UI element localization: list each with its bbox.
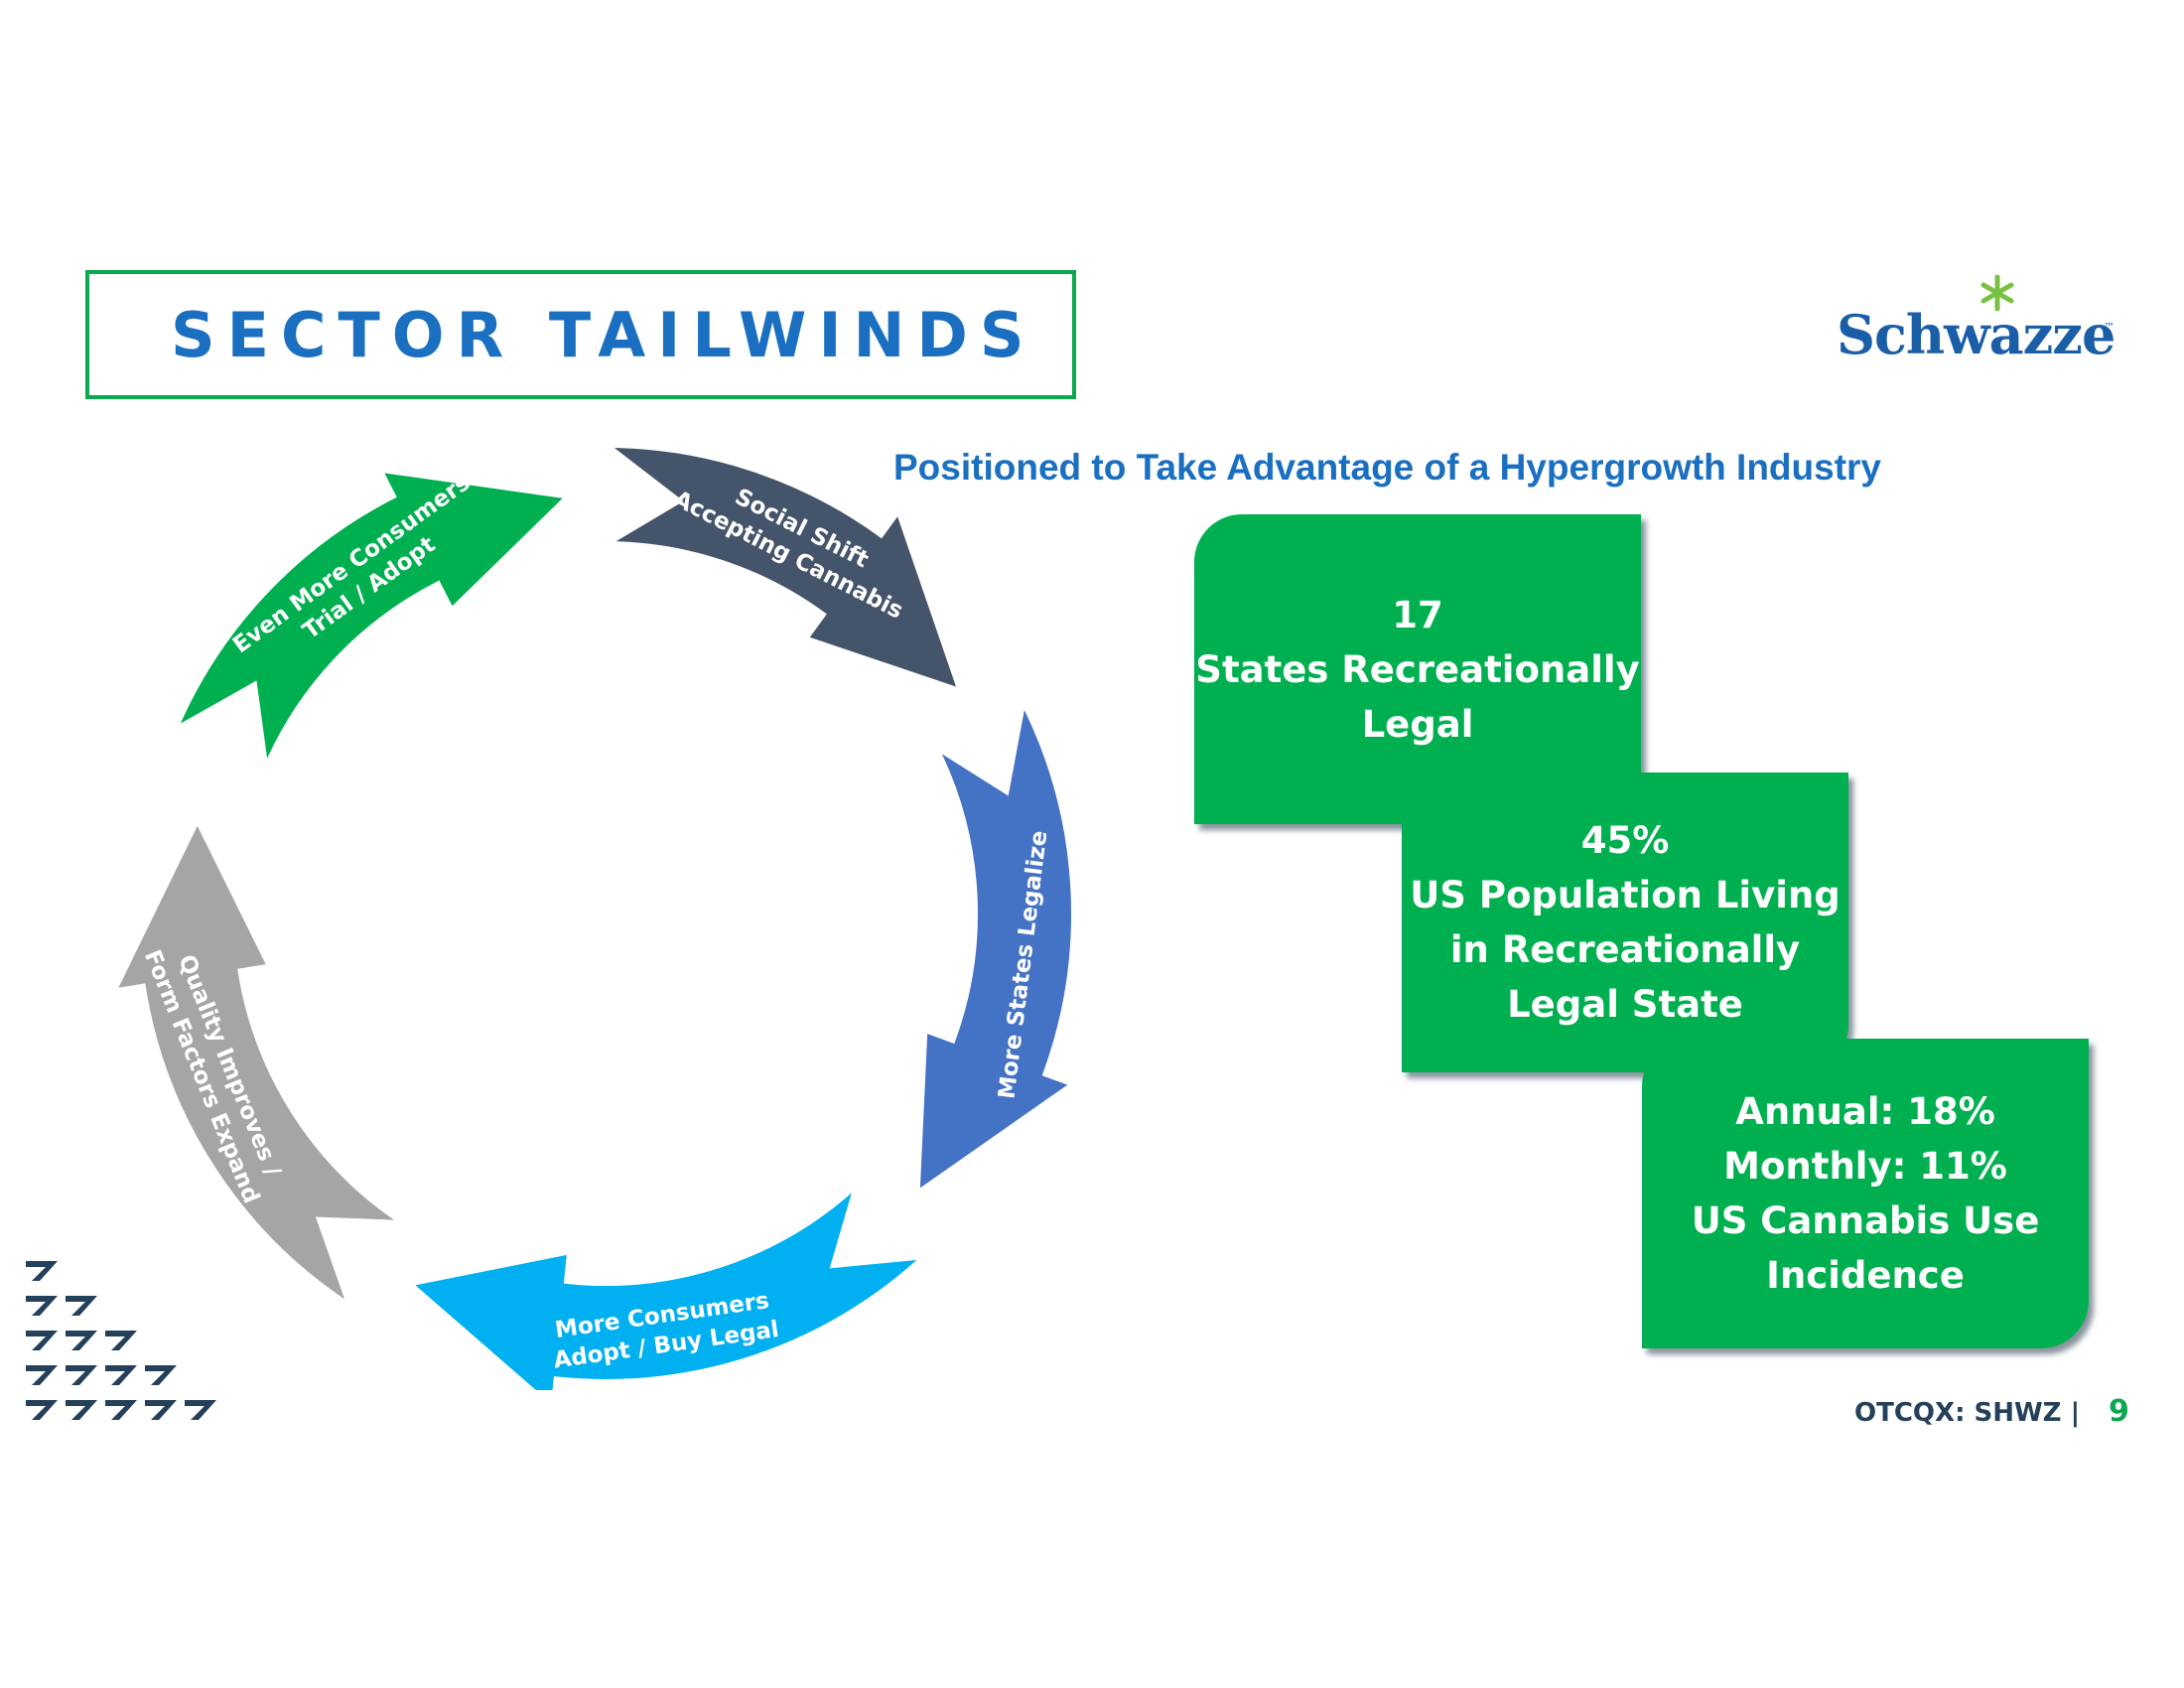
stat-line: US Cannabis Use xyxy=(1691,1199,2040,1242)
arrow-states-legalize xyxy=(913,691,1081,1200)
page-title: SECTOR TAILWINDS xyxy=(171,298,1036,371)
stat-line: Legal xyxy=(1361,702,1474,746)
stat-box-use-incidence: Annual: 18% Monthly: 11% US Cannabis Use… xyxy=(1642,1039,2089,1348)
chevron-mark xyxy=(185,1400,216,1420)
arrow-consumers-trial xyxy=(168,465,576,780)
chevron-mark xyxy=(105,1331,137,1350)
arrow-consumers-adopt xyxy=(402,1174,934,1390)
chevron-pattern-decoration xyxy=(26,1261,216,1420)
chevron-mark xyxy=(145,1400,177,1420)
chevron-mark xyxy=(105,1400,137,1420)
chevron-mark xyxy=(26,1296,58,1316)
chevron-mark xyxy=(26,1365,58,1385)
arrow-quality-improves xyxy=(107,812,416,1315)
page-number: 9 xyxy=(2109,1394,2129,1429)
subtitle: Positioned to Take Advantage of a Hyperg… xyxy=(893,447,1882,488)
logo-trademark: ™ xyxy=(2104,321,2115,334)
chevron-mark xyxy=(105,1365,137,1385)
stat-box-states-legal: 17 States Recreationally Legal xyxy=(1194,514,1641,824)
logo-star-icon xyxy=(1980,274,2014,312)
chevron-mark xyxy=(66,1331,97,1350)
stat-line: Monthly: 11% xyxy=(1723,1145,2007,1188)
stat-box-population: 45% US Population Living in Recreational… xyxy=(1402,773,1848,1072)
stat-line: 45% xyxy=(1580,819,1670,862)
stat-line: States Recreationally xyxy=(1195,647,1640,691)
stat-line: Legal State xyxy=(1507,983,1743,1026)
chevron-mark xyxy=(66,1296,97,1316)
stat-line: in Recreationally xyxy=(1449,928,1801,971)
stat-line: Incidence xyxy=(1766,1254,1965,1297)
chevron-mark xyxy=(66,1400,97,1420)
logo-wordmark: Schwazze xyxy=(1837,303,2116,366)
stat-line: Annual: 18% xyxy=(1735,1090,1995,1133)
stat-line: 17 xyxy=(1392,593,1443,636)
brand-logo: Schwazze ™ xyxy=(1837,273,2116,372)
chevron-mark xyxy=(26,1331,58,1350)
arrow-social-shift xyxy=(595,441,966,697)
title-box: SECTOR TAILWINDS xyxy=(85,270,1076,399)
chevron-mark xyxy=(66,1365,97,1385)
chevron-mark xyxy=(145,1365,177,1385)
chevron-mark xyxy=(26,1261,58,1281)
footer-ticker: OTCQX: SHWZ | xyxy=(1854,1398,2081,1428)
stat-line: US Population Living xyxy=(1410,874,1841,916)
chevron-mark xyxy=(26,1400,58,1420)
